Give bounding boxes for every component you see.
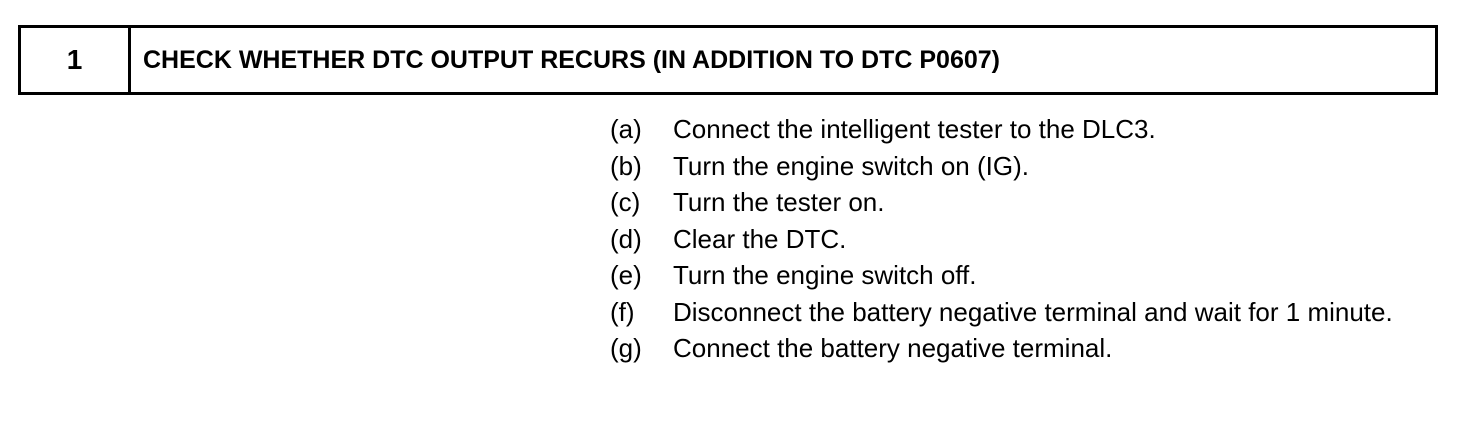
item-marker: (e)	[610, 260, 642, 290]
step-title: CHECK WHETHER DTC OUTPUT RECURS (IN ADDI…	[143, 45, 1000, 74]
item-marker: (c)	[610, 187, 641, 217]
item-marker: (g)	[610, 333, 642, 363]
procedure-item-e: (e) Turn the engine switch off.	[610, 257, 1440, 294]
item-marker: (d)	[610, 223, 642, 254]
item-text: Turn the engine switch off.	[673, 260, 977, 290]
procedure-item-d: (d) Clear the DTC.	[610, 221, 1440, 258]
item-text: Connect the battery negative terminal.	[673, 333, 1113, 363]
procedure-item-a: (a) Connect the intelligent tester to th…	[610, 111, 1440, 148]
item-marker: (a)	[610, 114, 642, 144]
step-header: 1 CHECK WHETHER DTC OUTPUT RECURS (IN AD…	[18, 25, 1438, 95]
item-text: Connect the intelligent tester to the DL…	[673, 114, 1156, 144]
item-text: Turn the tester on.	[673, 187, 885, 217]
item-marker: (f)	[610, 296, 635, 327]
item-marker: (b)	[610, 150, 642, 181]
item-text: Disconnect the battery negative terminal…	[673, 296, 1393, 327]
procedure-item-b: (b) Turn the engine switch on (IG).	[610, 148, 1440, 185]
item-text: Turn the engine switch on (IG).	[673, 150, 1029, 181]
procedure-item-f: (f) Disconnect the battery negative term…	[610, 294, 1440, 331]
procedure-item-c: (c) Turn the tester on.	[610, 184, 1440, 221]
step-number: 1	[21, 28, 131, 92]
procedure-item-g: (g) Connect the battery negative termina…	[610, 330, 1440, 367]
procedure-list: (a) Connect the intelligent tester to th…	[610, 111, 1440, 367]
item-text: Clear the DTC.	[673, 223, 847, 254]
